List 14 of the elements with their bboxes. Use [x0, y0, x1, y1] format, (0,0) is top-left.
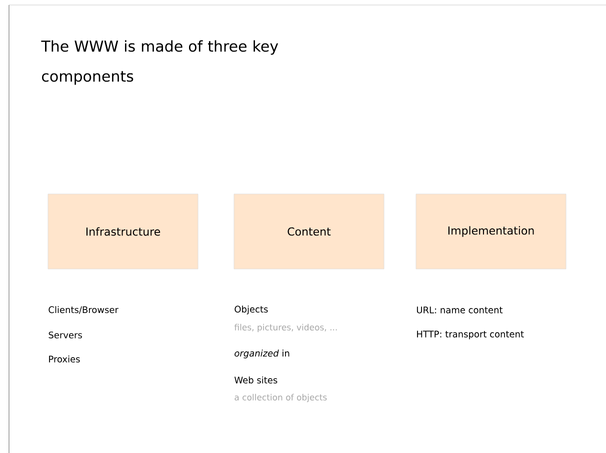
item-description: files, pictures, videos, ...: [234, 324, 337, 332]
list-item: Proxies: [49, 356, 80, 362]
component-box: Content: [234, 194, 384, 270]
list-item: organized in: [234, 350, 290, 358]
list-item: URL: name content: [416, 306, 503, 314]
list-item: Servers: [48, 332, 82, 338]
component-box: Infrastructure: [48, 194, 198, 270]
component-box: Implementation: [416, 194, 566, 270]
list-item: Clients/Browser: [48, 306, 118, 314]
list-item: Objects: [234, 306, 268, 314]
list-item: Web sites: [234, 376, 278, 384]
title: The WWW is made of three key components: [41, 40, 278, 85]
item-description: a collection of objects: [234, 394, 327, 402]
list-item: HTTP: transport content: [417, 330, 524, 340]
